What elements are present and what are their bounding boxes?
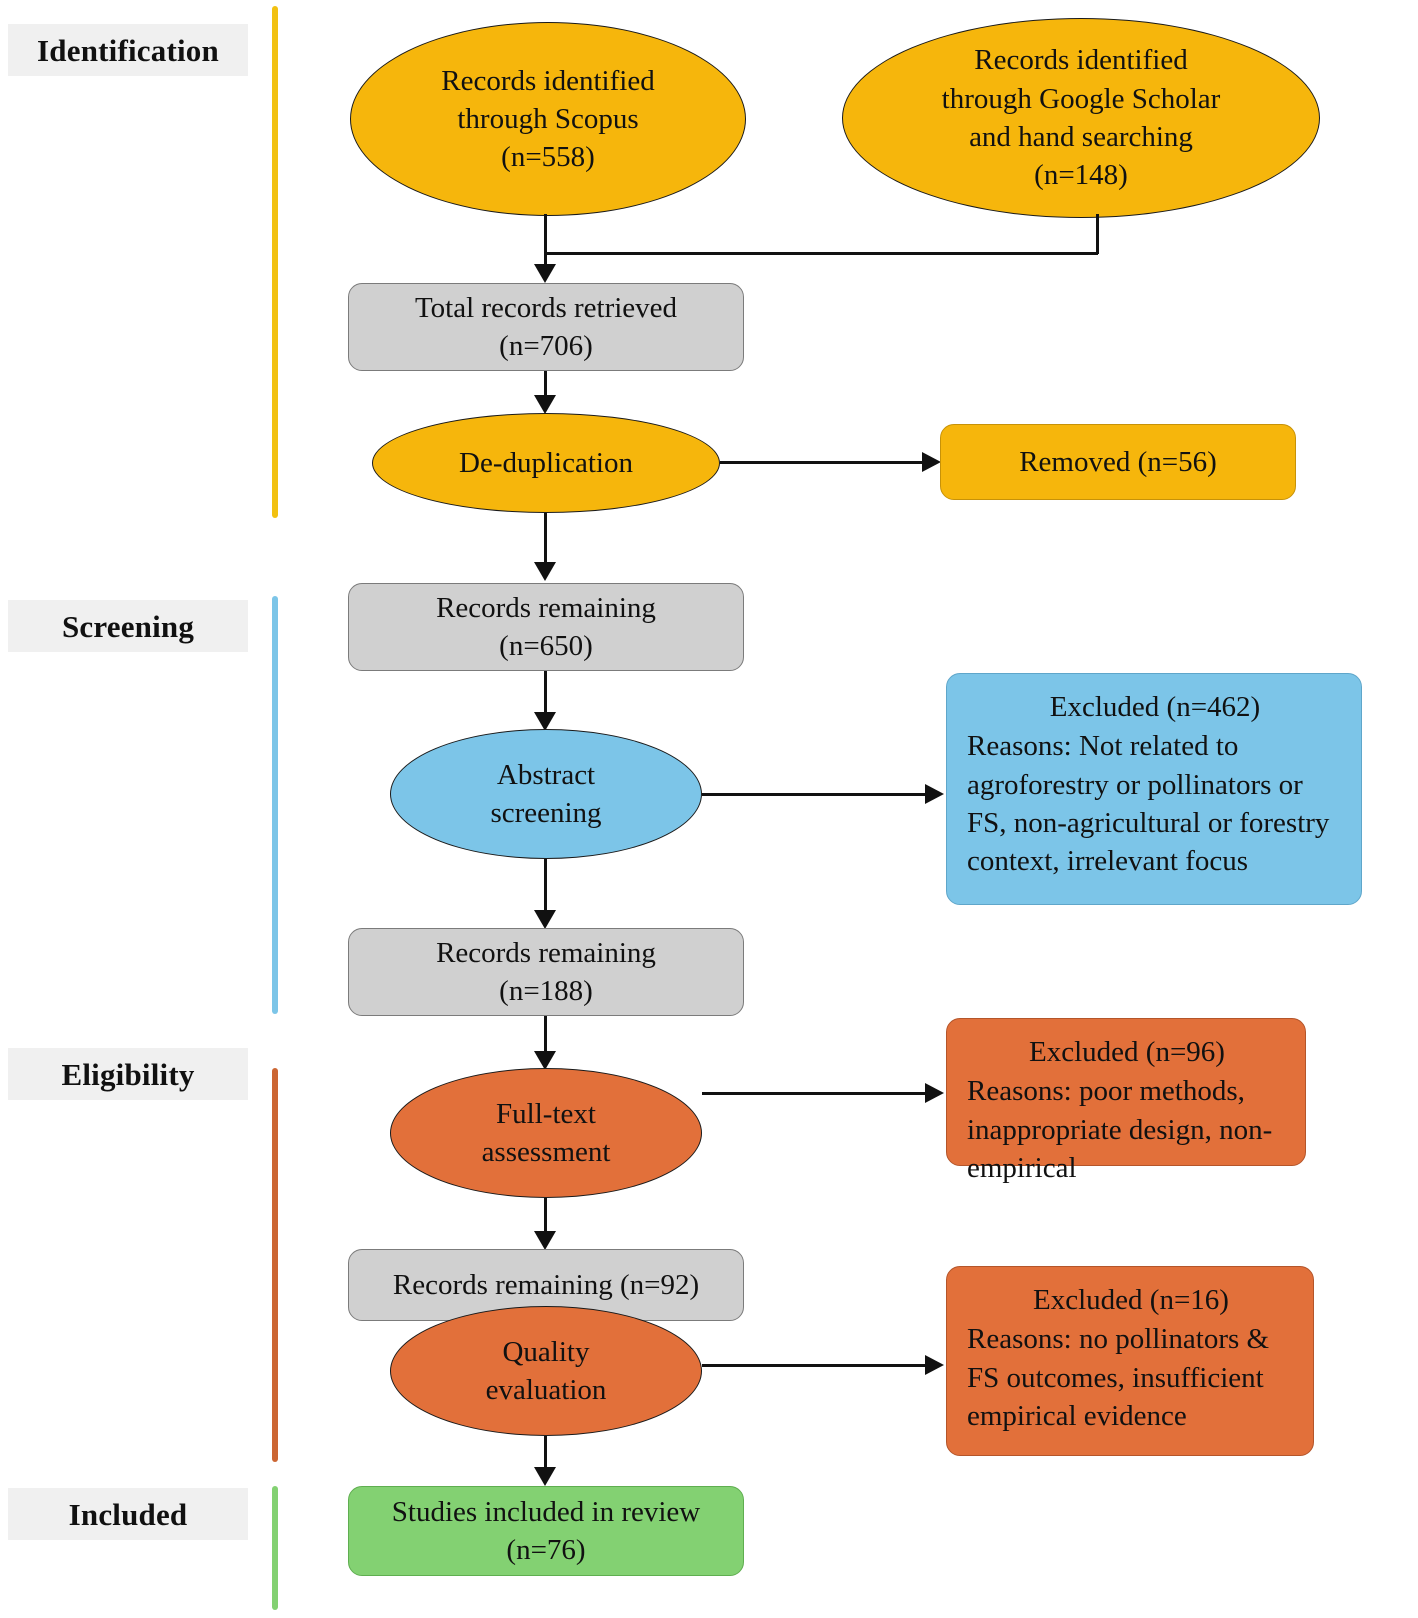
- connector-total-to-dedup: [544, 371, 547, 407]
- stage-bar-included: [272, 1486, 278, 1610]
- node-total-records[interactable]: Total records retrieved (n=706): [348, 283, 744, 371]
- arrow-to-full-text-assessment: [534, 1051, 556, 1070]
- node-full-text-assessment[interactable]: Full-text assessment: [390, 1068, 702, 1198]
- node-studies-included[interactable]: Studies included in review (n=76): [348, 1486, 744, 1576]
- stage-label-eligibility-text: Eligibility: [61, 1056, 195, 1092]
- arrow-to-remaining650: [534, 562, 556, 581]
- node-de-duplication[interactable]: De-duplication: [372, 413, 720, 513]
- arrow-to-remaining92: [534, 1231, 556, 1250]
- connector-remaining650-to-abstract: [544, 671, 547, 723]
- excluded-462-heading: Excluded (n=462): [1049, 691, 1261, 723]
- stage-label-eligibility: Eligibility: [8, 1048, 248, 1100]
- connector-dedup-to-removed: [720, 461, 930, 464]
- excluded-16-heading: Excluded (n=16): [1033, 1284, 1229, 1316]
- arrow-to-excluded96: [925, 1083, 944, 1103]
- node-removed[interactable]: Removed (n=56): [940, 424, 1296, 500]
- stage-bar-screening: [272, 596, 278, 1014]
- arrow-to-total-records: [534, 264, 556, 283]
- node-records-remaining-92[interactable]: Records remaining (n=92): [348, 1249, 744, 1321]
- arrow-to-studies-included: [534, 1467, 556, 1486]
- stage-label-included-text: Included: [68, 1496, 188, 1532]
- arrow-to-removed: [922, 452, 941, 472]
- connector-fulltext-to-remaining92: [544, 1198, 547, 1242]
- connector-abstract-to-excluded462: [702, 793, 934, 796]
- node-excluded-16[interactable]: Excluded (n=16) Reasons: no pollinators …: [946, 1266, 1314, 1456]
- node-quality-evaluation[interactable]: Quality evaluation: [390, 1306, 702, 1436]
- arrow-to-abstract-screening: [534, 712, 556, 731]
- arrow-to-excluded16: [925, 1355, 944, 1375]
- connector-quality-to-included: [544, 1436, 547, 1478]
- connector-dedup-to-remaining650: [544, 513, 547, 573]
- node-excluded-96[interactable]: Excluded (n=96) Reasons: poor methods, i…: [946, 1018, 1306, 1184]
- arrow-to-excluded462: [925, 784, 944, 804]
- stage-label-screening: Screening: [8, 600, 248, 652]
- stage-label-identification: Identification: [8, 24, 248, 76]
- stage-label-identification-text: Identification: [37, 32, 219, 68]
- stage-bar-eligibility: [272, 1068, 278, 1462]
- node-records-google-scholar[interactable]: Records identified through Google Schola…: [842, 18, 1320, 218]
- node-abstract-screening[interactable]: Abstract screening: [390, 729, 702, 859]
- stage-label-included: Included: [8, 1488, 248, 1540]
- node-records-remaining-650[interactable]: Records remaining (n=650): [348, 583, 744, 671]
- excluded-96-heading: Excluded (n=96): [1029, 1036, 1225, 1068]
- excluded-96-reasons: Reasons: poor methods, inappropriate des…: [967, 1075, 1273, 1184]
- node-excluded-462[interactable]: Excluded (n=462) Reasons: Not related to…: [946, 673, 1362, 905]
- arrow-to-remaining188: [534, 910, 556, 929]
- node-records-scopus[interactable]: Records identified through Scopus (n=558…: [350, 22, 746, 216]
- arrow-to-dedup: [534, 395, 556, 414]
- connector-quality-to-excluded16: [702, 1364, 934, 1367]
- connector-merge-horizontal: [544, 252, 1098, 255]
- stage-bar-identification: [272, 6, 278, 518]
- node-records-remaining-188[interactable]: Records remaining (n=188): [348, 928, 744, 1016]
- excluded-16-reasons: Reasons: no pollinators & FS outcomes, i…: [967, 1323, 1270, 1432]
- connector-fulltext-to-excluded96: [702, 1092, 934, 1095]
- excluded-462-reasons: Reasons: Not related to agroforestry or …: [967, 730, 1330, 878]
- connector-remaining188-to-fulltext: [544, 1016, 547, 1062]
- connector-google-down: [1096, 214, 1099, 254]
- connector-scopus-down: [544, 214, 547, 254]
- stage-label-screening-text: Screening: [61, 608, 195, 644]
- connector-abstract-to-remaining188: [544, 859, 547, 921]
